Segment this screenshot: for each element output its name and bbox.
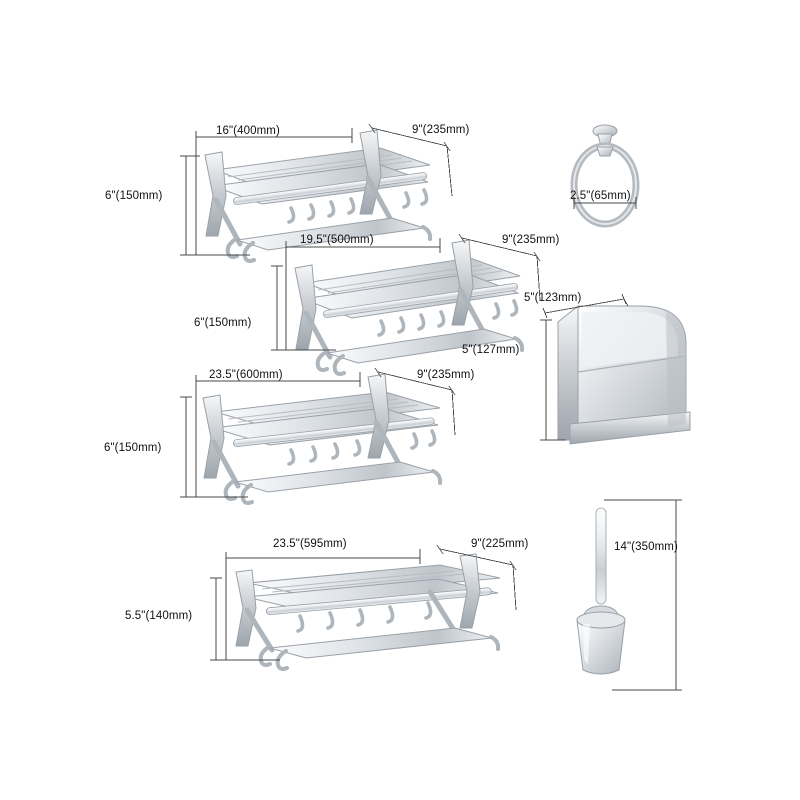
dim-label-rack600-height: 6"(150mm) <box>104 442 162 454</box>
dim-label-rack500-depth: 9"(235mm) <box>502 234 560 246</box>
dim-label-rack600-depth: 9"(235mm) <box>417 369 475 381</box>
dim-label-rack500-height: 6"(150mm) <box>194 317 252 329</box>
dim-label-rack400-width: 16"(400mm) <box>216 125 280 137</box>
dim-label-rack500-width: 19.5"(500mm) <box>300 234 374 246</box>
product-paper-holder <box>557 304 691 445</box>
product-towel-rack-400 <box>204 129 433 263</box>
dim-label-rack600-width: 23.5"(600mm) <box>209 369 283 381</box>
product-towel-ring <box>570 124 640 228</box>
dim-label-rack595-depth: 9"(225mm) <box>471 538 529 550</box>
product-toilet-brush <box>576 507 626 675</box>
dim-label-rack595-width: 23.5"(595mm) <box>273 538 347 550</box>
dim-label-ring-width: 2.5"(65mm) <box>570 190 631 202</box>
product-towel-rack-600 <box>202 373 443 505</box>
product-towel-rack-500 <box>294 239 525 376</box>
dim-label-brush-height: 14"(350mm) <box>614 541 678 553</box>
dim-label-rack400-depth: 9"(235mm) <box>412 124 470 136</box>
product-towel-rack-595 <box>235 553 501 671</box>
dim-label-paper-width: 5"(123mm) <box>524 292 582 304</box>
dim-label-rack595-height: 5.5"(140mm) <box>125 610 193 622</box>
dim-label-rack400-height: 6"(150mm) <box>105 190 163 202</box>
dim-label-paper-height: 5"(127mm) <box>462 344 520 356</box>
